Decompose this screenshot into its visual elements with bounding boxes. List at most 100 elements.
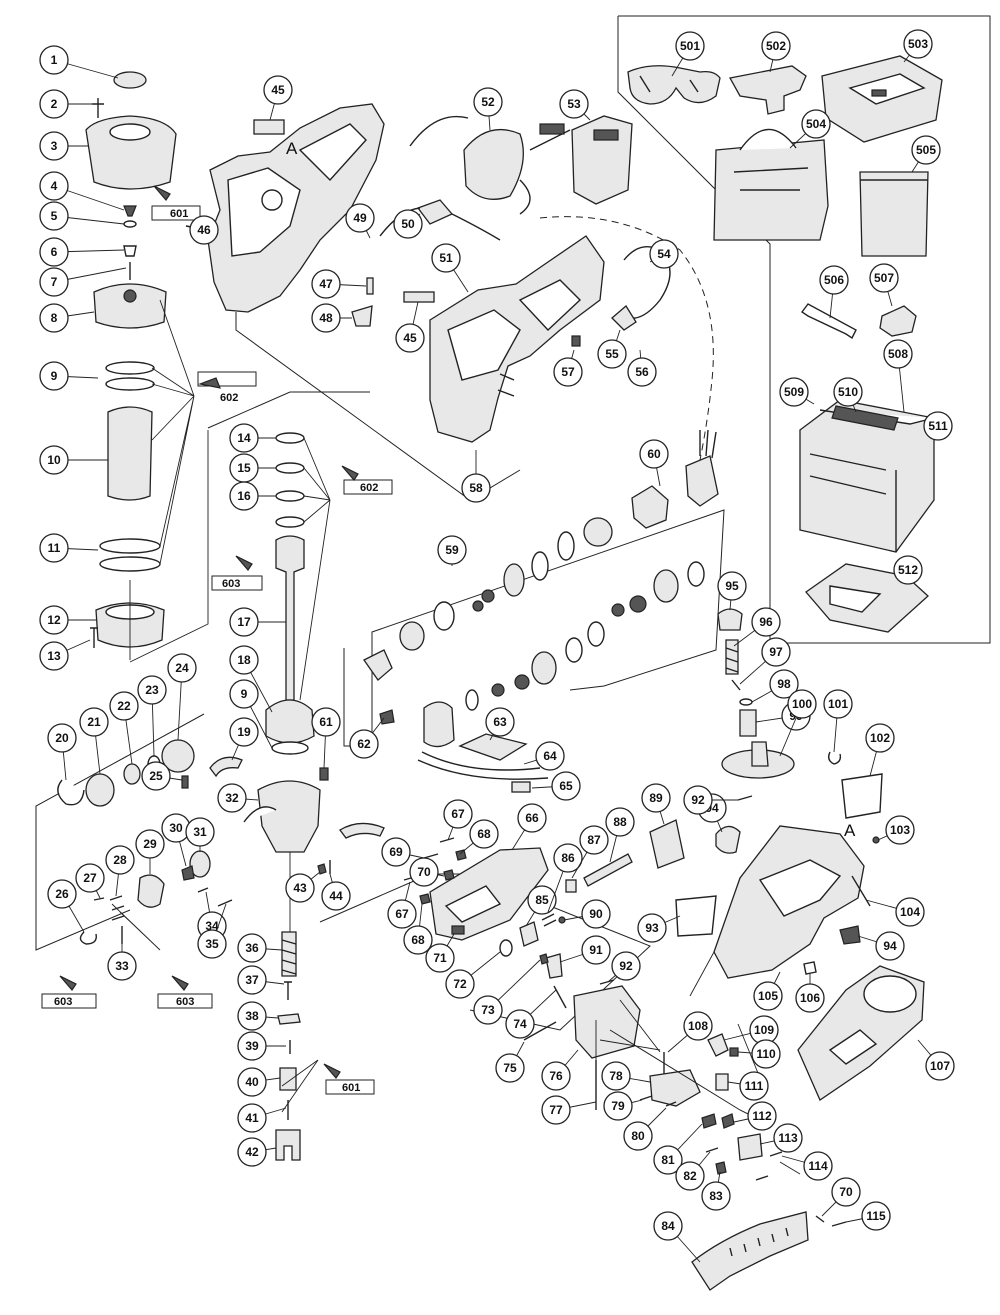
callout-label: 41 bbox=[245, 1111, 259, 1125]
spring-30 bbox=[181, 865, 195, 881]
safety-goggles-part bbox=[627, 65, 721, 105]
washer-5 bbox=[123, 220, 137, 228]
svg-text:601: 601 bbox=[170, 208, 188, 220]
callout-label: 96 bbox=[759, 615, 773, 629]
pin-81 bbox=[701, 1113, 717, 1129]
callout-label: 67 bbox=[451, 807, 465, 821]
callout-part-11: 11 bbox=[39, 533, 99, 563]
callout-part-80: 80 bbox=[623, 1107, 667, 1151]
callout-label: 509 bbox=[784, 385, 804, 399]
pin-83 bbox=[715, 1161, 727, 1175]
pin-112 bbox=[721, 1113, 735, 1129]
callout-label: 108 bbox=[688, 1019, 708, 1033]
guard-107-window bbox=[863, 975, 917, 1013]
pin-43 bbox=[317, 863, 327, 875]
callout-part-91: 91 bbox=[559, 935, 611, 965]
callout-label: 53 bbox=[567, 97, 581, 111]
cover-3 bbox=[85, 115, 177, 190]
cover-3-opening bbox=[109, 123, 151, 141]
lever-85 bbox=[519, 921, 539, 947]
housing-left-half bbox=[207, 103, 385, 313]
callout-label: 83 bbox=[709, 1189, 723, 1203]
pin-73 bbox=[539, 953, 549, 965]
carrying-case-part bbox=[799, 399, 935, 553]
spring-111 bbox=[715, 1073, 729, 1091]
case-insert-part bbox=[805, 563, 929, 633]
cap-95 bbox=[717, 608, 743, 631]
callout-part-509: 509 bbox=[779, 377, 815, 407]
callout-part-113: 113 bbox=[759, 1123, 803, 1153]
screw-69 bbox=[423, 853, 439, 859]
bracket-55 bbox=[611, 305, 637, 331]
callout-part-72: 72 bbox=[445, 951, 501, 999]
callout-part-60: 60 bbox=[639, 439, 669, 487]
callout-label: 45 bbox=[271, 83, 285, 97]
ring-14a bbox=[275, 432, 305, 444]
callout-label: 28 bbox=[113, 853, 127, 867]
callout-part-18: 18 bbox=[229, 645, 273, 713]
callout-label: 114 bbox=[808, 1159, 828, 1173]
plug-4 bbox=[123, 205, 137, 217]
callout-part-115: 115 bbox=[845, 1201, 891, 1231]
callout-part-39: 39 bbox=[237, 1031, 286, 1061]
callout-part-13: 13 bbox=[39, 639, 91, 671]
callout-part-24: 24 bbox=[167, 653, 197, 741]
callout-label: 95 bbox=[725, 579, 739, 593]
callout-label: 34 bbox=[205, 919, 219, 933]
callout-part-66: 66 bbox=[511, 803, 547, 851]
callout-part-21: 21 bbox=[79, 707, 109, 775]
callout-label: 94 bbox=[883, 939, 897, 953]
callout-label: 510 bbox=[838, 385, 858, 399]
pin-74 bbox=[553, 985, 567, 1009]
callout-label: 507 bbox=[874, 271, 894, 285]
spring-96-coils bbox=[725, 647, 739, 673]
screw-92b bbox=[737, 795, 753, 801]
callout-part-12: 12 bbox=[39, 605, 96, 635]
callout-label: 71 bbox=[433, 951, 447, 965]
callout-label: 51 bbox=[439, 251, 453, 265]
cylinder-cap-bore bbox=[123, 289, 137, 303]
hook-42 bbox=[275, 1129, 301, 1161]
callout-part-35: 35 bbox=[197, 903, 227, 959]
callout-part-51: 51 bbox=[431, 243, 469, 293]
callout-label: 43 bbox=[293, 881, 307, 895]
pin-25 bbox=[181, 775, 189, 789]
callout-part-40: 40 bbox=[237, 1067, 281, 1097]
shaft-88 bbox=[583, 853, 633, 887]
callout-label: 48 bbox=[319, 311, 333, 325]
callout-label: 104 bbox=[900, 905, 920, 919]
callout-label: 19 bbox=[237, 725, 251, 739]
callout-label: 66 bbox=[525, 811, 539, 825]
callout-part-45: 45 bbox=[263, 75, 293, 121]
nut-6 bbox=[123, 245, 137, 257]
plate-38 bbox=[277, 1013, 301, 1025]
lubricant-tag-603-top: 603 bbox=[211, 555, 263, 591]
callout-label: 11 bbox=[48, 541, 61, 555]
callout-label: 56 bbox=[635, 365, 649, 379]
callout-label: 67 bbox=[395, 907, 409, 921]
callout-part-3: 3 bbox=[39, 131, 88, 161]
depth-guide-84 bbox=[691, 1211, 809, 1291]
callout-part-38: 38 bbox=[237, 1001, 279, 1031]
screw-34 bbox=[197, 887, 209, 893]
callout-part-505: 505 bbox=[911, 135, 941, 173]
callout-label: 98 bbox=[777, 677, 791, 691]
callout-label: 75 bbox=[503, 1061, 517, 1075]
callout-part-98: 98 bbox=[751, 669, 799, 703]
callout-label: 58 bbox=[469, 481, 483, 495]
callout-part-84: 84 bbox=[653, 1211, 701, 1263]
callout-label: 7 bbox=[51, 275, 58, 289]
nut-68a bbox=[455, 849, 467, 861]
callout-label: 39 bbox=[245, 1039, 259, 1053]
callout-part-74: 74 bbox=[505, 989, 557, 1039]
callout-label: 77 bbox=[549, 1103, 563, 1117]
callout-part-104: 104 bbox=[865, 897, 925, 927]
callout-part-67: 67 bbox=[443, 799, 473, 841]
callout-label: 74 bbox=[513, 1017, 527, 1031]
callout-part-22: 22 bbox=[109, 691, 139, 765]
callout-part-50: 50 bbox=[393, 209, 423, 239]
callout-part-502: 502 bbox=[761, 31, 791, 73]
callout-label: 27 bbox=[83, 871, 97, 885]
callout-label: 64 bbox=[543, 749, 557, 763]
